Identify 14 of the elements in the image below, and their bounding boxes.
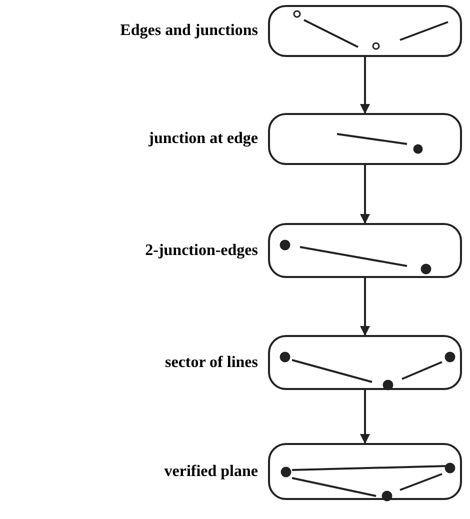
arrow	[360, 278, 370, 336]
rounded-box	[268, 5, 462, 57]
arrow	[360, 57, 370, 114]
rounded-box	[268, 443, 462, 500]
arrow	[360, 390, 370, 444]
rounded-box	[268, 113, 462, 165]
rounded-box	[268, 335, 462, 390]
stage-label: verified plane	[164, 462, 258, 480]
stage-label: Edges and junctions	[120, 22, 258, 40]
stage-label: 2-junction-edges	[145, 242, 258, 260]
arrow	[360, 165, 370, 224]
stage-label: junction at edge	[148, 130, 258, 148]
stage-label: sector of lines	[164, 354, 258, 372]
rounded-box	[268, 223, 462, 278]
